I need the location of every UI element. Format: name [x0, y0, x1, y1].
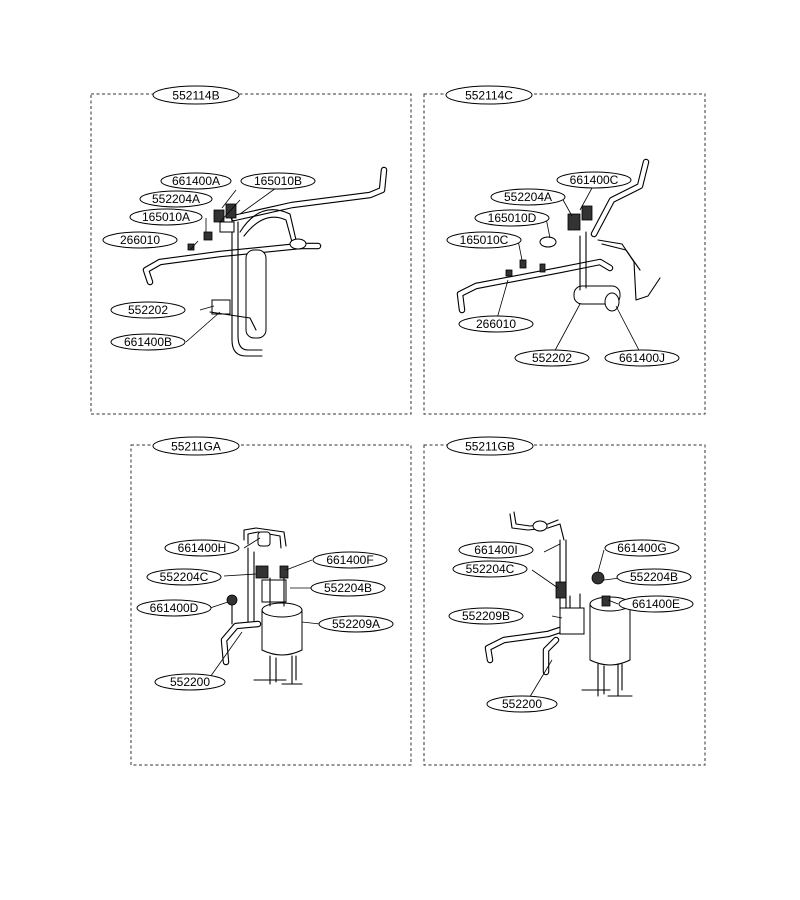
panel-title: 552114C	[445, 85, 533, 105]
callout: 552204C	[146, 568, 222, 586]
callout-label: 552202	[532, 351, 572, 365]
callout: 552204A	[490, 188, 566, 206]
callout-label: 165010D	[488, 211, 537, 225]
callout: 661400H	[164, 539, 240, 557]
panel-frame	[423, 444, 706, 766]
callout-label: 552204C	[466, 562, 515, 576]
callout: 552204C	[452, 560, 528, 578]
callout: 552200	[486, 695, 558, 713]
callout: 661400F	[312, 551, 388, 569]
callout-label: 661400D	[150, 601, 199, 615]
callout: 552204B	[616, 568, 692, 586]
callout-label: 552204B	[630, 570, 678, 584]
callout: 661400J	[604, 349, 680, 367]
callout-label: 552200	[170, 675, 210, 689]
callout: 165010A	[129, 208, 203, 226]
callout: 552202	[110, 301, 186, 319]
panel-title: 55211GA	[152, 436, 240, 456]
callout: 661400I	[458, 541, 534, 559]
callout: 266010	[102, 231, 178, 249]
callout: 552204B	[310, 579, 386, 597]
callout-label: 552202	[128, 303, 168, 317]
accumulator-assembly-drawing	[484, 511, 633, 697]
callout: 552202	[514, 349, 590, 367]
callout: 552200	[154, 673, 226, 691]
callout: 661400A	[160, 172, 232, 190]
pipe-assembly-drawing	[142, 166, 388, 357]
panel-55211GA: 55211GA	[130, 436, 412, 766]
callout: 165010D	[474, 209, 550, 227]
callout: 552204A	[139, 190, 213, 208]
callout-label: 165010B	[254, 174, 302, 188]
panel-title-text: 55211GA	[171, 440, 221, 454]
panel-frame	[423, 93, 706, 415]
callout-label: 165010A	[142, 210, 190, 224]
callout-label: 266010	[120, 233, 160, 247]
callout: 661400E	[618, 595, 694, 613]
callout-label: 661400H	[178, 541, 227, 555]
pipe-assembly-drawing	[456, 158, 661, 314]
callout-label: 661400F	[326, 553, 373, 567]
callout-label: 552204A	[152, 192, 200, 206]
panel-55211GB: 55211GB	[423, 436, 706, 766]
callout: 661400C	[556, 171, 632, 189]
panel-title: 552114B	[152, 85, 240, 105]
callout: 165010C	[446, 231, 522, 249]
panel-frame	[130, 444, 412, 766]
accumulator-assembly-drawing	[220, 527, 303, 685]
panel-552114B: 552114B	[90, 85, 412, 415]
panel-title: 55211GB	[446, 436, 534, 456]
callout-label: 552204C	[160, 570, 209, 584]
callout-label: 661400C	[570, 173, 619, 187]
callout-label: 266010	[476, 317, 516, 331]
panel-title-text: 552114C	[465, 89, 513, 103]
callout-label: 552200	[502, 697, 542, 711]
callout-label: 552209B	[462, 609, 510, 623]
callout-label: 661400I	[474, 543, 517, 557]
callout-label: 661400E	[632, 597, 680, 611]
callout: 661400B	[110, 333, 186, 351]
callout-label: 661400A	[172, 174, 220, 188]
callout: 661400G	[604, 539, 680, 557]
panel-552114C: 552114C	[423, 85, 706, 415]
callout-label: 552209A	[332, 617, 380, 631]
callout-label: 661400J	[619, 351, 665, 365]
panel-title-text: 552114B	[172, 89, 219, 103]
callout-label: 661400B	[124, 335, 172, 349]
callout-label: 552204A	[504, 190, 552, 204]
callout-label: 661400G	[617, 541, 666, 555]
callout: 552209B	[448, 607, 524, 625]
callout-label: 552204B	[324, 581, 372, 595]
panel-title-text: 55211GB	[465, 440, 515, 454]
panel-frame	[90, 93, 412, 415]
callout-label: 165010C	[460, 233, 509, 247]
callout: 165010B	[240, 172, 316, 190]
callout: 552209A	[318, 615, 394, 633]
callout: 661400D	[136, 599, 212, 617]
callout: 266010	[458, 315, 534, 333]
